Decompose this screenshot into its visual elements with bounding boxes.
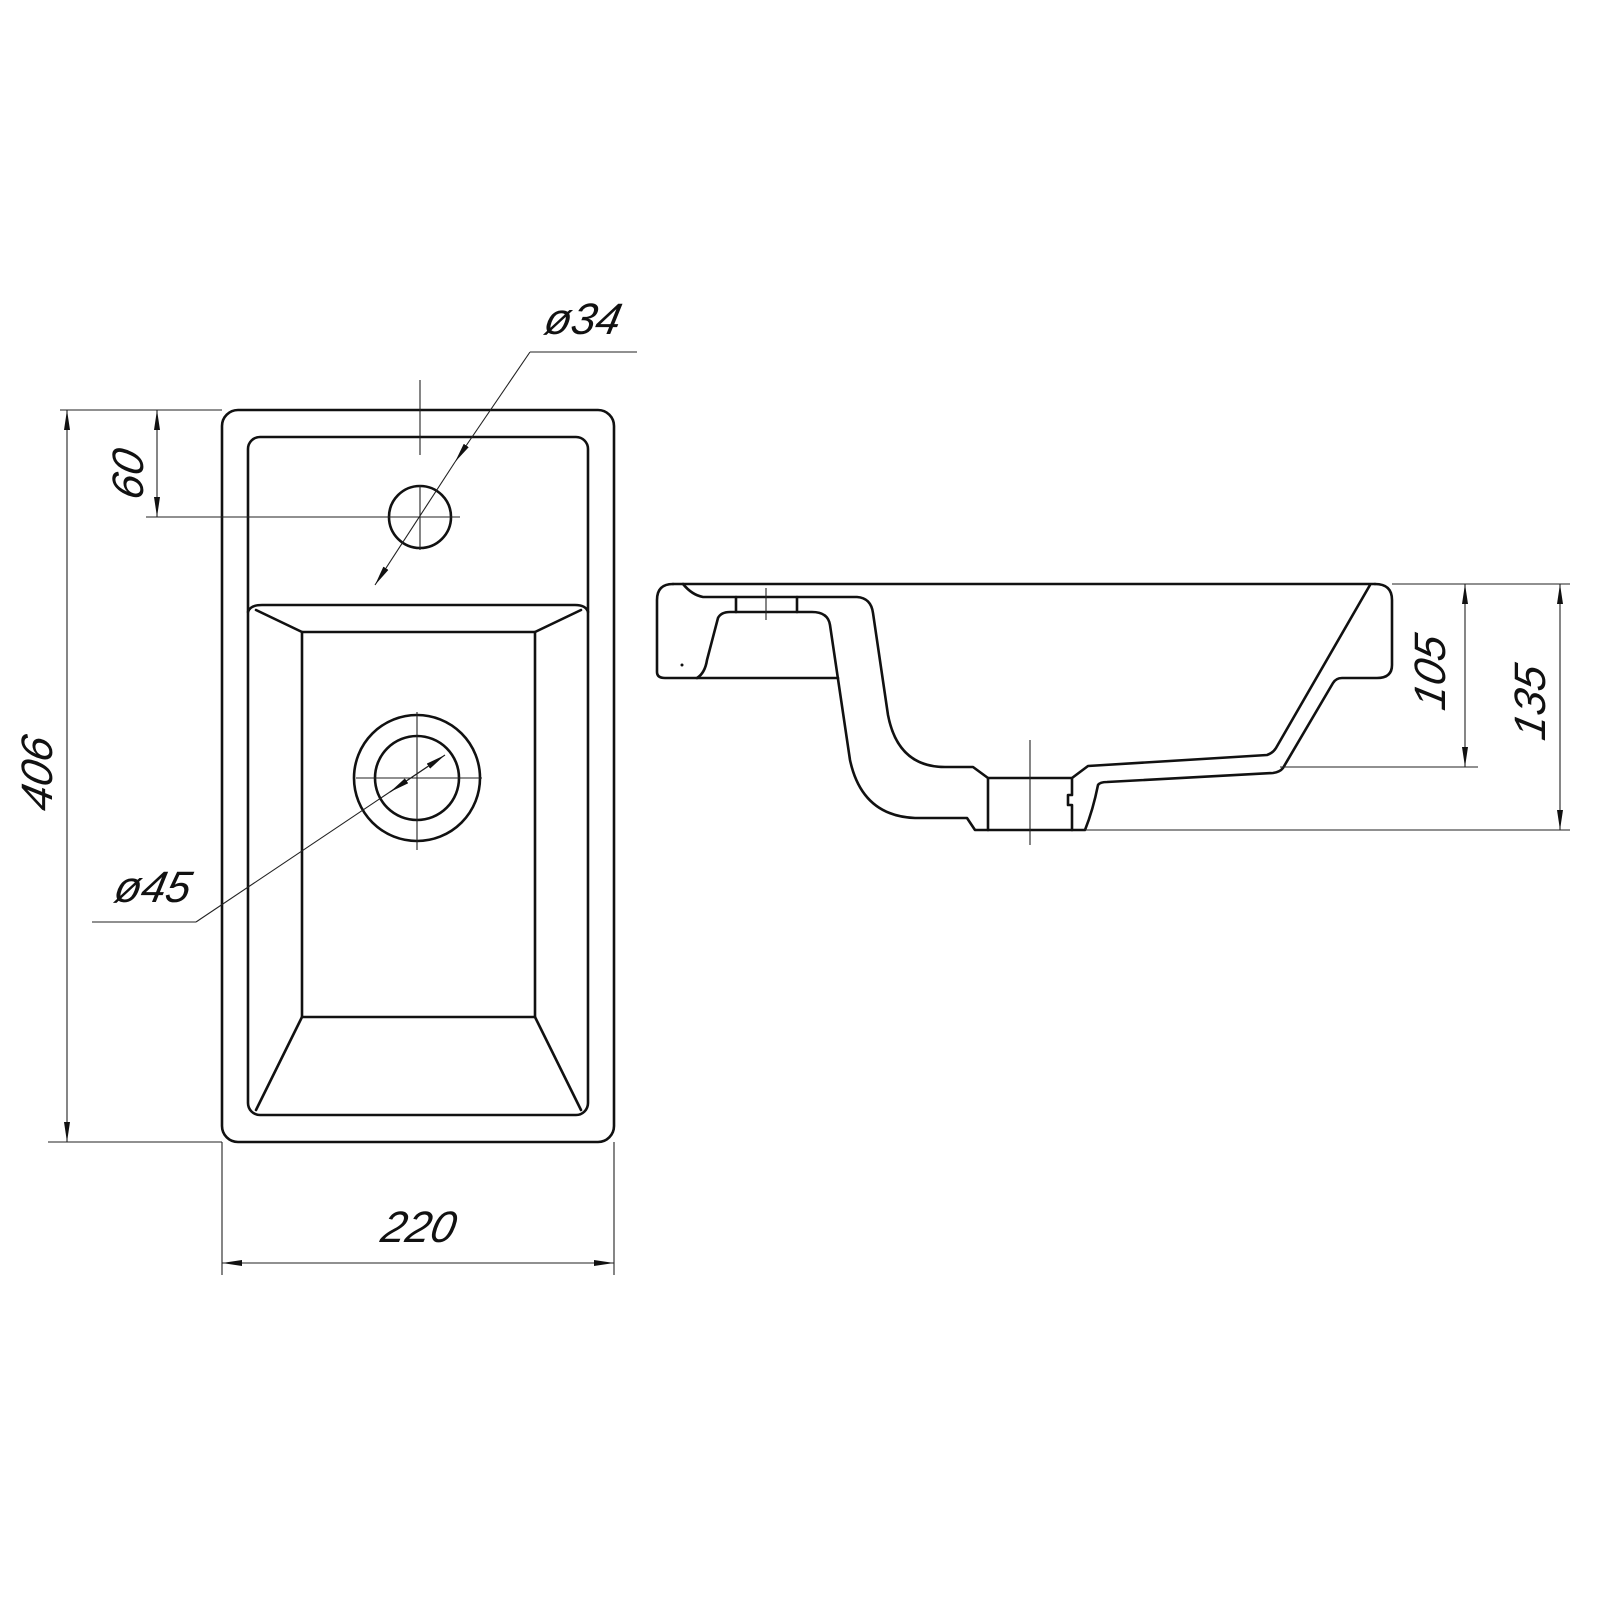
side-view	[655, 582, 1394, 845]
bowl-corner-edges	[254, 608, 583, 1112]
bowl-top-edge	[246, 603, 590, 614]
top-view-dimensions: 406 60 220 ø34 ø45	[13, 295, 637, 1275]
bowl-floor	[300, 630, 537, 1019]
side-outer-profile	[695, 582, 1394, 832]
top-view	[146, 380, 616, 1144]
dim-60-label: 60	[104, 444, 152, 503]
drain-body	[986, 776, 1074, 832]
overflow-channel	[734, 595, 799, 614]
side-view-dimensions: 105 135	[1085, 583, 1570, 831]
dim-105-label: 105	[1406, 630, 1454, 714]
dim-34-label: ø34	[540, 295, 626, 343]
side-outer-left	[655, 582, 840, 680]
dim-406-label: 406	[13, 731, 61, 815]
dim-135-label: 135	[1506, 660, 1554, 744]
dim-220-label: 220	[376, 1203, 461, 1251]
centerlines	[146, 380, 482, 850]
side-inner-profile	[681, 582, 1372, 780]
sink-rim-inner-outline	[246, 435, 590, 1117]
sink-outer-outline	[220, 408, 616, 1144]
side-centerlines	[765, 588, 1031, 845]
dim-45-label: ø45	[110, 863, 196, 911]
leader-34	[374, 461, 456, 586]
